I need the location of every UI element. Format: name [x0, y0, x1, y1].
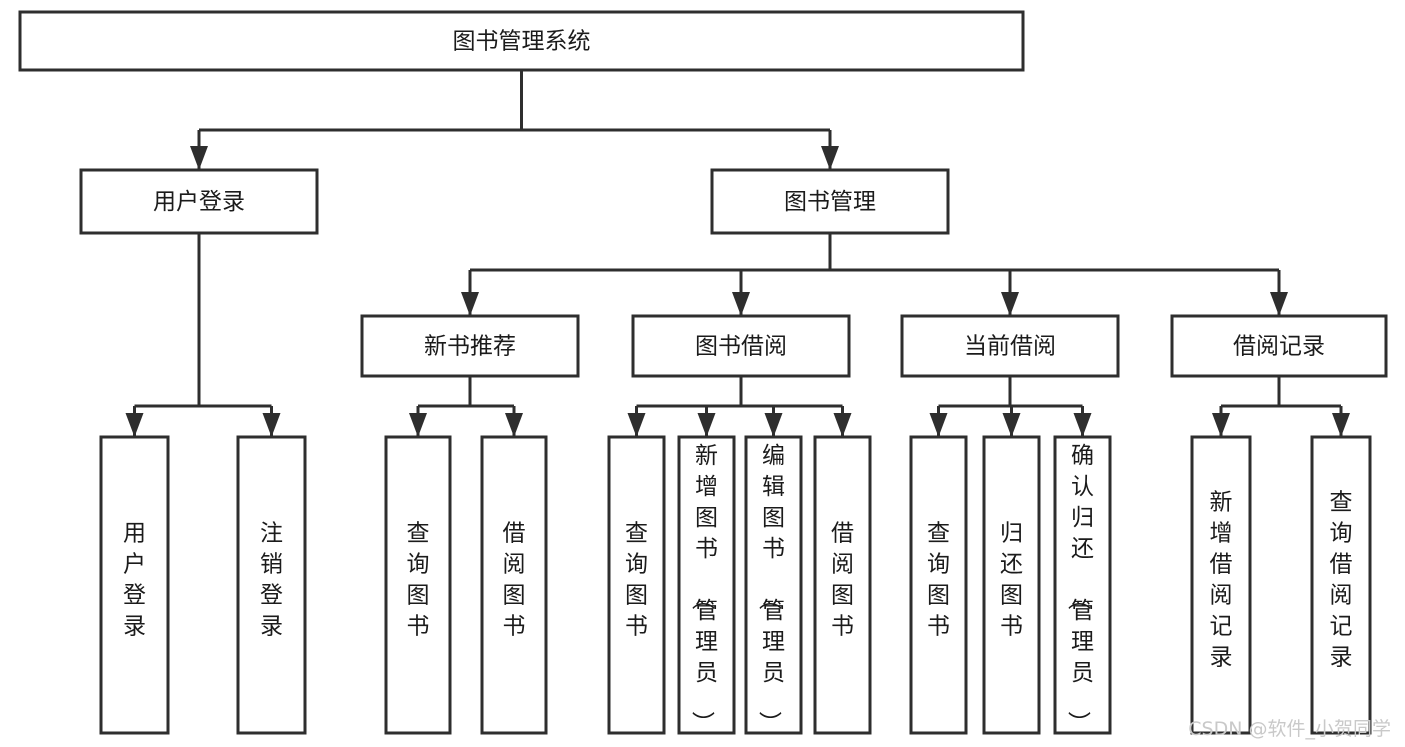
node-label-leaf-query-book-recommend: 查询图书 [407, 521, 430, 640]
node-box-leaf-query-book-current [909, 435, 968, 735]
node-label-leaf-add-book-admin: 新增图书（管理员） [689, 443, 718, 734]
arrow-icon-user-login [190, 146, 208, 170]
node-root[interactable]: 图书管理系统 [18, 10, 1025, 72]
arrow-icon-leaf-confirm-return-admin [1073, 413, 1092, 437]
node-box-leaf-edit-book-admin [744, 435, 803, 735]
node-box-leaf-borrow-book-recommend [480, 435, 548, 735]
node-leaf-edit-book-admin[interactable]: 编辑图书（管理员） [744, 435, 803, 735]
arrow-icon-leaf-query-book-borrow [627, 413, 646, 437]
node-box-book-manage [710, 168, 950, 235]
node-box-borrow-record [1170, 314, 1388, 378]
arrow-icon-borrow-record [1270, 292, 1288, 316]
node-label-new-book-recommend: 新书推荐 [424, 334, 516, 360]
arrow-icon-leaf-edit-book-admin [764, 413, 783, 437]
node-leaf-user-logout[interactable]: 注销登录 [236, 435, 307, 735]
node-boxes-layer: 图书管理系统用户登录图书管理新书推荐图书借阅当前借阅借阅记录用户登录注销登录查询… [18, 10, 1388, 735]
arrow-icon-leaf-add-borrow-record [1212, 413, 1230, 437]
node-label-borrow-record: 借阅记录 [1233, 334, 1325, 360]
node-box-leaf-user-login [99, 435, 170, 735]
node-borrow-record[interactable]: 借阅记录 [1170, 314, 1388, 378]
node-label-book-borrow: 图书借阅 [695, 334, 787, 360]
node-label-leaf-confirm-return-admin: 确认归还（管理员） [1065, 443, 1094, 734]
node-label-current-borrow: 当前借阅 [964, 334, 1056, 360]
node-label-leaf-return-book: 归还图书 [1000, 521, 1023, 640]
arrow-icon-leaf-borrow-book-recommend [505, 413, 523, 437]
node-box-leaf-return-book [982, 435, 1041, 735]
node-book-borrow[interactable]: 图书借阅 [631, 314, 851, 378]
node-new-book-recommend[interactable]: 新书推荐 [360, 314, 580, 378]
node-label-leaf-add-borrow-record: 新增借阅记录 [1210, 490, 1233, 671]
connector-edges-layer [125, 70, 1350, 437]
node-leaf-add-borrow-record[interactable]: 新增借阅记录 [1190, 435, 1252, 735]
node-leaf-return-book[interactable]: 归还图书 [982, 435, 1041, 735]
node-current-borrow[interactable]: 当前借阅 [900, 314, 1120, 378]
arrow-icon-leaf-user-logout [262, 413, 281, 437]
node-book-manage[interactable]: 图书管理 [710, 168, 950, 235]
node-leaf-borrow-book[interactable]: 借阅图书 [813, 435, 872, 735]
arrow-icon-leaf-query-book-current [929, 413, 948, 437]
node-box-leaf-user-logout [236, 435, 307, 735]
node-box-new-book-recommend [360, 314, 580, 378]
arrow-icon-leaf-query-borrow-record [1332, 413, 1350, 437]
arrow-icon-book-manage [821, 146, 839, 170]
node-leaf-borrow-book-recommend[interactable]: 借阅图书 [480, 435, 548, 735]
node-box-leaf-query-borrow-record [1310, 435, 1372, 735]
arrow-icon-leaf-query-book-recommend [409, 413, 427, 437]
node-leaf-confirm-return-admin[interactable]: 确认归还（管理员） [1053, 435, 1112, 735]
node-label-leaf-query-borrow-record: 查询借阅记录 [1330, 490, 1353, 671]
node-label-leaf-user-logout: 注销登录 [260, 521, 283, 640]
node-leaf-query-book-recommend[interactable]: 查询图书 [384, 435, 452, 735]
node-box-leaf-add-book-admin [677, 435, 736, 735]
node-box-book-borrow [631, 314, 851, 378]
arrow-icon-leaf-add-book-admin [697, 413, 716, 437]
arrow-icon-leaf-borrow-book [833, 413, 852, 437]
node-label-leaf-query-book-current: 查询图书 [927, 521, 950, 640]
node-label-leaf-user-login: 用户登录 [123, 521, 146, 640]
node-leaf-query-book-borrow[interactable]: 查询图书 [607, 435, 666, 735]
node-label-leaf-edit-book-admin: 编辑图书（管理员） [756, 443, 785, 734]
node-label-leaf-query-book-borrow: 查询图书 [625, 521, 648, 640]
arrow-icon-book-borrow [732, 292, 750, 316]
node-leaf-query-book-current[interactable]: 查询图书 [909, 435, 968, 735]
node-box-user-login [79, 168, 319, 235]
node-user-login[interactable]: 用户登录 [79, 168, 319, 235]
node-box-leaf-borrow-book [813, 435, 872, 735]
node-label-user-login: 用户登录 [153, 189, 245, 215]
node-leaf-add-book-admin[interactable]: 新增图书（管理员） [677, 435, 736, 735]
node-box-leaf-confirm-return-admin [1053, 435, 1112, 735]
arrow-icon-new-book-recommend [461, 292, 479, 316]
node-box-leaf-add-borrow-record [1190, 435, 1252, 735]
node-label-leaf-borrow-book: 借阅图书 [831, 521, 854, 640]
arrow-icon-leaf-return-book [1002, 413, 1021, 437]
arrow-icon-leaf-user-login [125, 413, 144, 437]
node-leaf-user-login[interactable]: 用户登录 [99, 435, 170, 735]
node-box-root [18, 10, 1025, 72]
node-box-leaf-query-book-recommend [384, 435, 452, 735]
node-label-root: 图书管理系统 [453, 29, 591, 55]
node-box-current-borrow [900, 314, 1120, 378]
node-label-leaf-borrow-book-recommend: 借阅图书 [503, 521, 526, 640]
arrow-icon-current-borrow [1001, 292, 1019, 316]
node-leaf-query-borrow-record[interactable]: 查询借阅记录 [1310, 435, 1372, 735]
node-box-leaf-query-book-borrow [607, 435, 666, 735]
node-label-book-manage: 图书管理 [784, 189, 876, 215]
